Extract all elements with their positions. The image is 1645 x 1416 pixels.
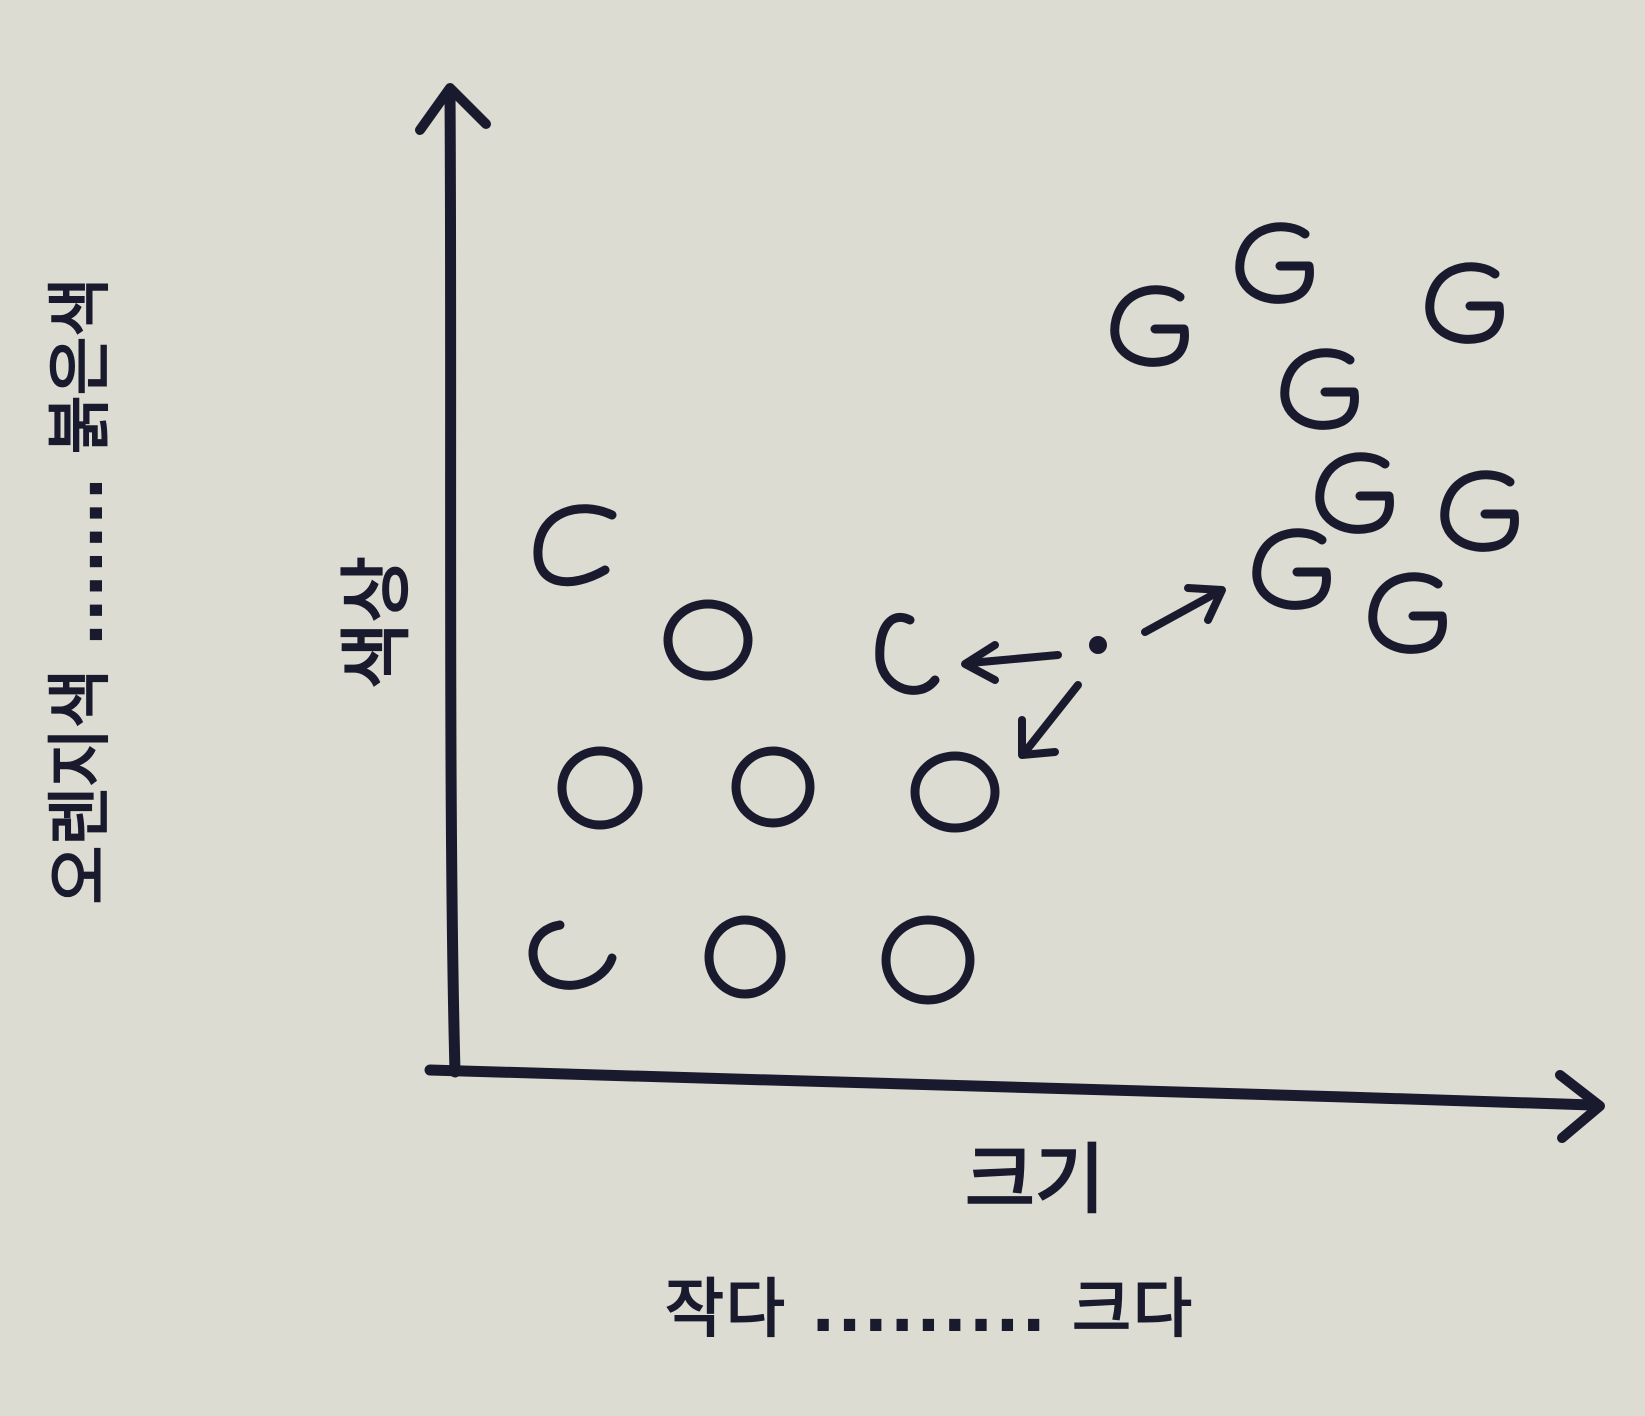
orange-marker [533, 504, 617, 587]
neighbor-arrow [1018, 681, 1082, 759]
apple-marker [1373, 577, 1443, 650]
orange-marker [731, 746, 815, 828]
apple-marker [1430, 267, 1500, 340]
x-range-label: 작다 ......... 크다 [665, 1273, 1194, 1347]
orange-marker [704, 915, 786, 999]
apple-marker [1240, 227, 1310, 300]
apple-cluster [1115, 227, 1515, 650]
x-axis-arrowhead [1555, 1070, 1605, 1143]
apple-marker [1445, 475, 1515, 548]
apple-marker [1285, 353, 1355, 426]
y-axis-line [444, 86, 461, 1078]
y-axis [415, 83, 491, 1078]
neighbor-arrow [961, 641, 1062, 684]
y-axis-label: 색상 [334, 556, 419, 689]
unknown-sample [961, 584, 1226, 759]
unknown-point [1089, 636, 1107, 654]
orange-marker [557, 746, 643, 830]
x-axis-label: 크기 [965, 1135, 1105, 1224]
orange-marker [663, 599, 753, 681]
orange-marker [528, 920, 617, 990]
orange-marker [881, 915, 975, 1005]
orange-cluster [528, 504, 1000, 1005]
apple-marker [1320, 457, 1390, 530]
x-axis-line [424, 1064, 1598, 1111]
apple-marker [1115, 290, 1185, 363]
y-range-label: 오렌지색 ....... 붉은색 [44, 277, 118, 905]
orange-marker [875, 613, 940, 695]
x-axis [424, 1064, 1605, 1143]
neighbor-arrow [1141, 584, 1226, 636]
apple-marker [1257, 533, 1327, 606]
y-axis-arrowhead [415, 83, 491, 135]
orange-marker [910, 751, 1000, 833]
